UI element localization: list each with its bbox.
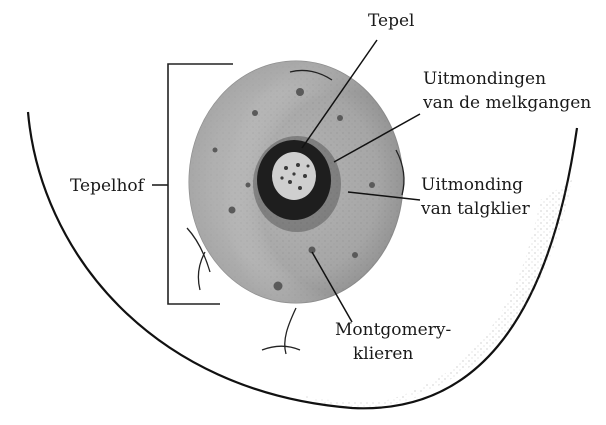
duct-opening: [296, 163, 300, 167]
duct-opening: [284, 166, 288, 170]
label-tepelhof: Tepelhof: [70, 176, 146, 196]
montgomery-gland: [296, 88, 304, 96]
label-uitmonding-line2: van talgklier: [420, 199, 531, 219]
label-tepel: Tepel: [368, 11, 414, 31]
label-uitmondingen-line1: Uitmondingen: [423, 69, 546, 89]
montgomery-gland: [246, 183, 251, 188]
duct-opening: [280, 176, 283, 179]
label-uitmondingen-line2: van de melkgangen: [422, 93, 591, 113]
montgomery-gland: [352, 252, 358, 258]
montgomery-gland: [369, 182, 375, 188]
montgomery-gland: [213, 148, 218, 153]
label-montgomery-line2: klieren: [353, 344, 413, 364]
montgomery-gland: [252, 110, 258, 116]
label-uitmonding-line1: Uitmonding: [421, 175, 523, 195]
duct-opening: [303, 174, 307, 178]
duct-opening: [288, 180, 292, 184]
hair: [262, 346, 300, 350]
montgomery-gland: [229, 207, 236, 214]
duct-opening: [298, 186, 302, 190]
nipple-tip: [272, 152, 316, 200]
hair: [198, 252, 205, 290]
montgomery-gland: [274, 282, 283, 291]
label-montgomery-line1: Montgomery-: [335, 320, 451, 340]
montgomery-gland: [337, 115, 343, 121]
duct-opening: [292, 172, 295, 175]
duct-opening: [307, 165, 310, 168]
